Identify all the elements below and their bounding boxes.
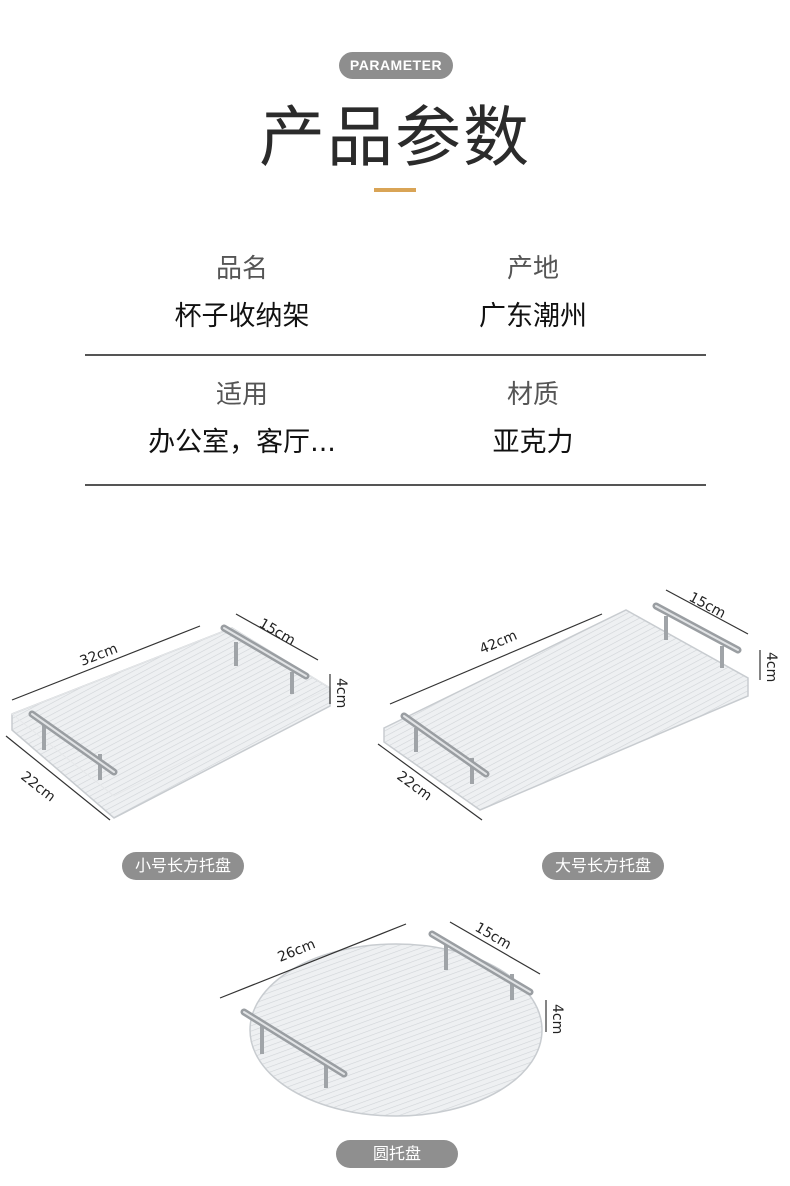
param-value: 亚克力 xyxy=(492,427,574,458)
page-title: 产品参数 xyxy=(259,99,531,176)
round-tray-handle-label: 15cm xyxy=(472,920,514,953)
large-tray-caption: 大号长方托盘 xyxy=(542,852,664,880)
title-accent-line xyxy=(374,188,416,192)
divider xyxy=(85,354,706,356)
round-tray-height-label: 4cm xyxy=(549,1004,565,1034)
small-tray-handle-label: 15cm xyxy=(256,616,298,649)
large-tray-height-label: 4cm xyxy=(763,652,779,682)
small-tray-illustration: 32cm 15cm 4cm 22cm xyxy=(5,613,349,821)
small-tray-width-label: 22cm xyxy=(18,769,59,806)
param-value: 杯子收纳架 xyxy=(174,301,310,332)
param-label: 材质 xyxy=(506,380,559,410)
param-label: 品名 xyxy=(215,254,268,284)
param-origin: 产地 广东潮州 xyxy=(383,252,683,336)
param-label: 适用 xyxy=(215,380,268,410)
round-tray-illustration: 26cm 15cm 4cm xyxy=(219,920,565,1117)
large-tray-length-label: 42cm xyxy=(477,628,519,658)
small-tray-height-label: 4cm xyxy=(333,678,349,708)
small-tray-caption: 小号长方托盘 xyxy=(122,852,244,880)
parameter-badge: PARAMETER xyxy=(339,52,453,79)
large-tray-handle-label: 15cm xyxy=(686,589,728,622)
divider xyxy=(85,484,706,486)
param-name: 品名 杯子收纳架 xyxy=(92,252,392,336)
param-material: 材质 亚克力 xyxy=(383,378,683,462)
param-value: 广东潮州 xyxy=(479,301,587,332)
param-usage: 适用 办公室，客厅... xyxy=(92,378,392,462)
param-label: 产地 xyxy=(506,254,559,284)
large-tray-illustration: 42cm 15cm 4cm 22cm xyxy=(377,589,779,821)
param-value: 办公室，客厅... xyxy=(148,427,336,458)
round-tray-caption: 圆托盘 xyxy=(336,1140,458,1168)
